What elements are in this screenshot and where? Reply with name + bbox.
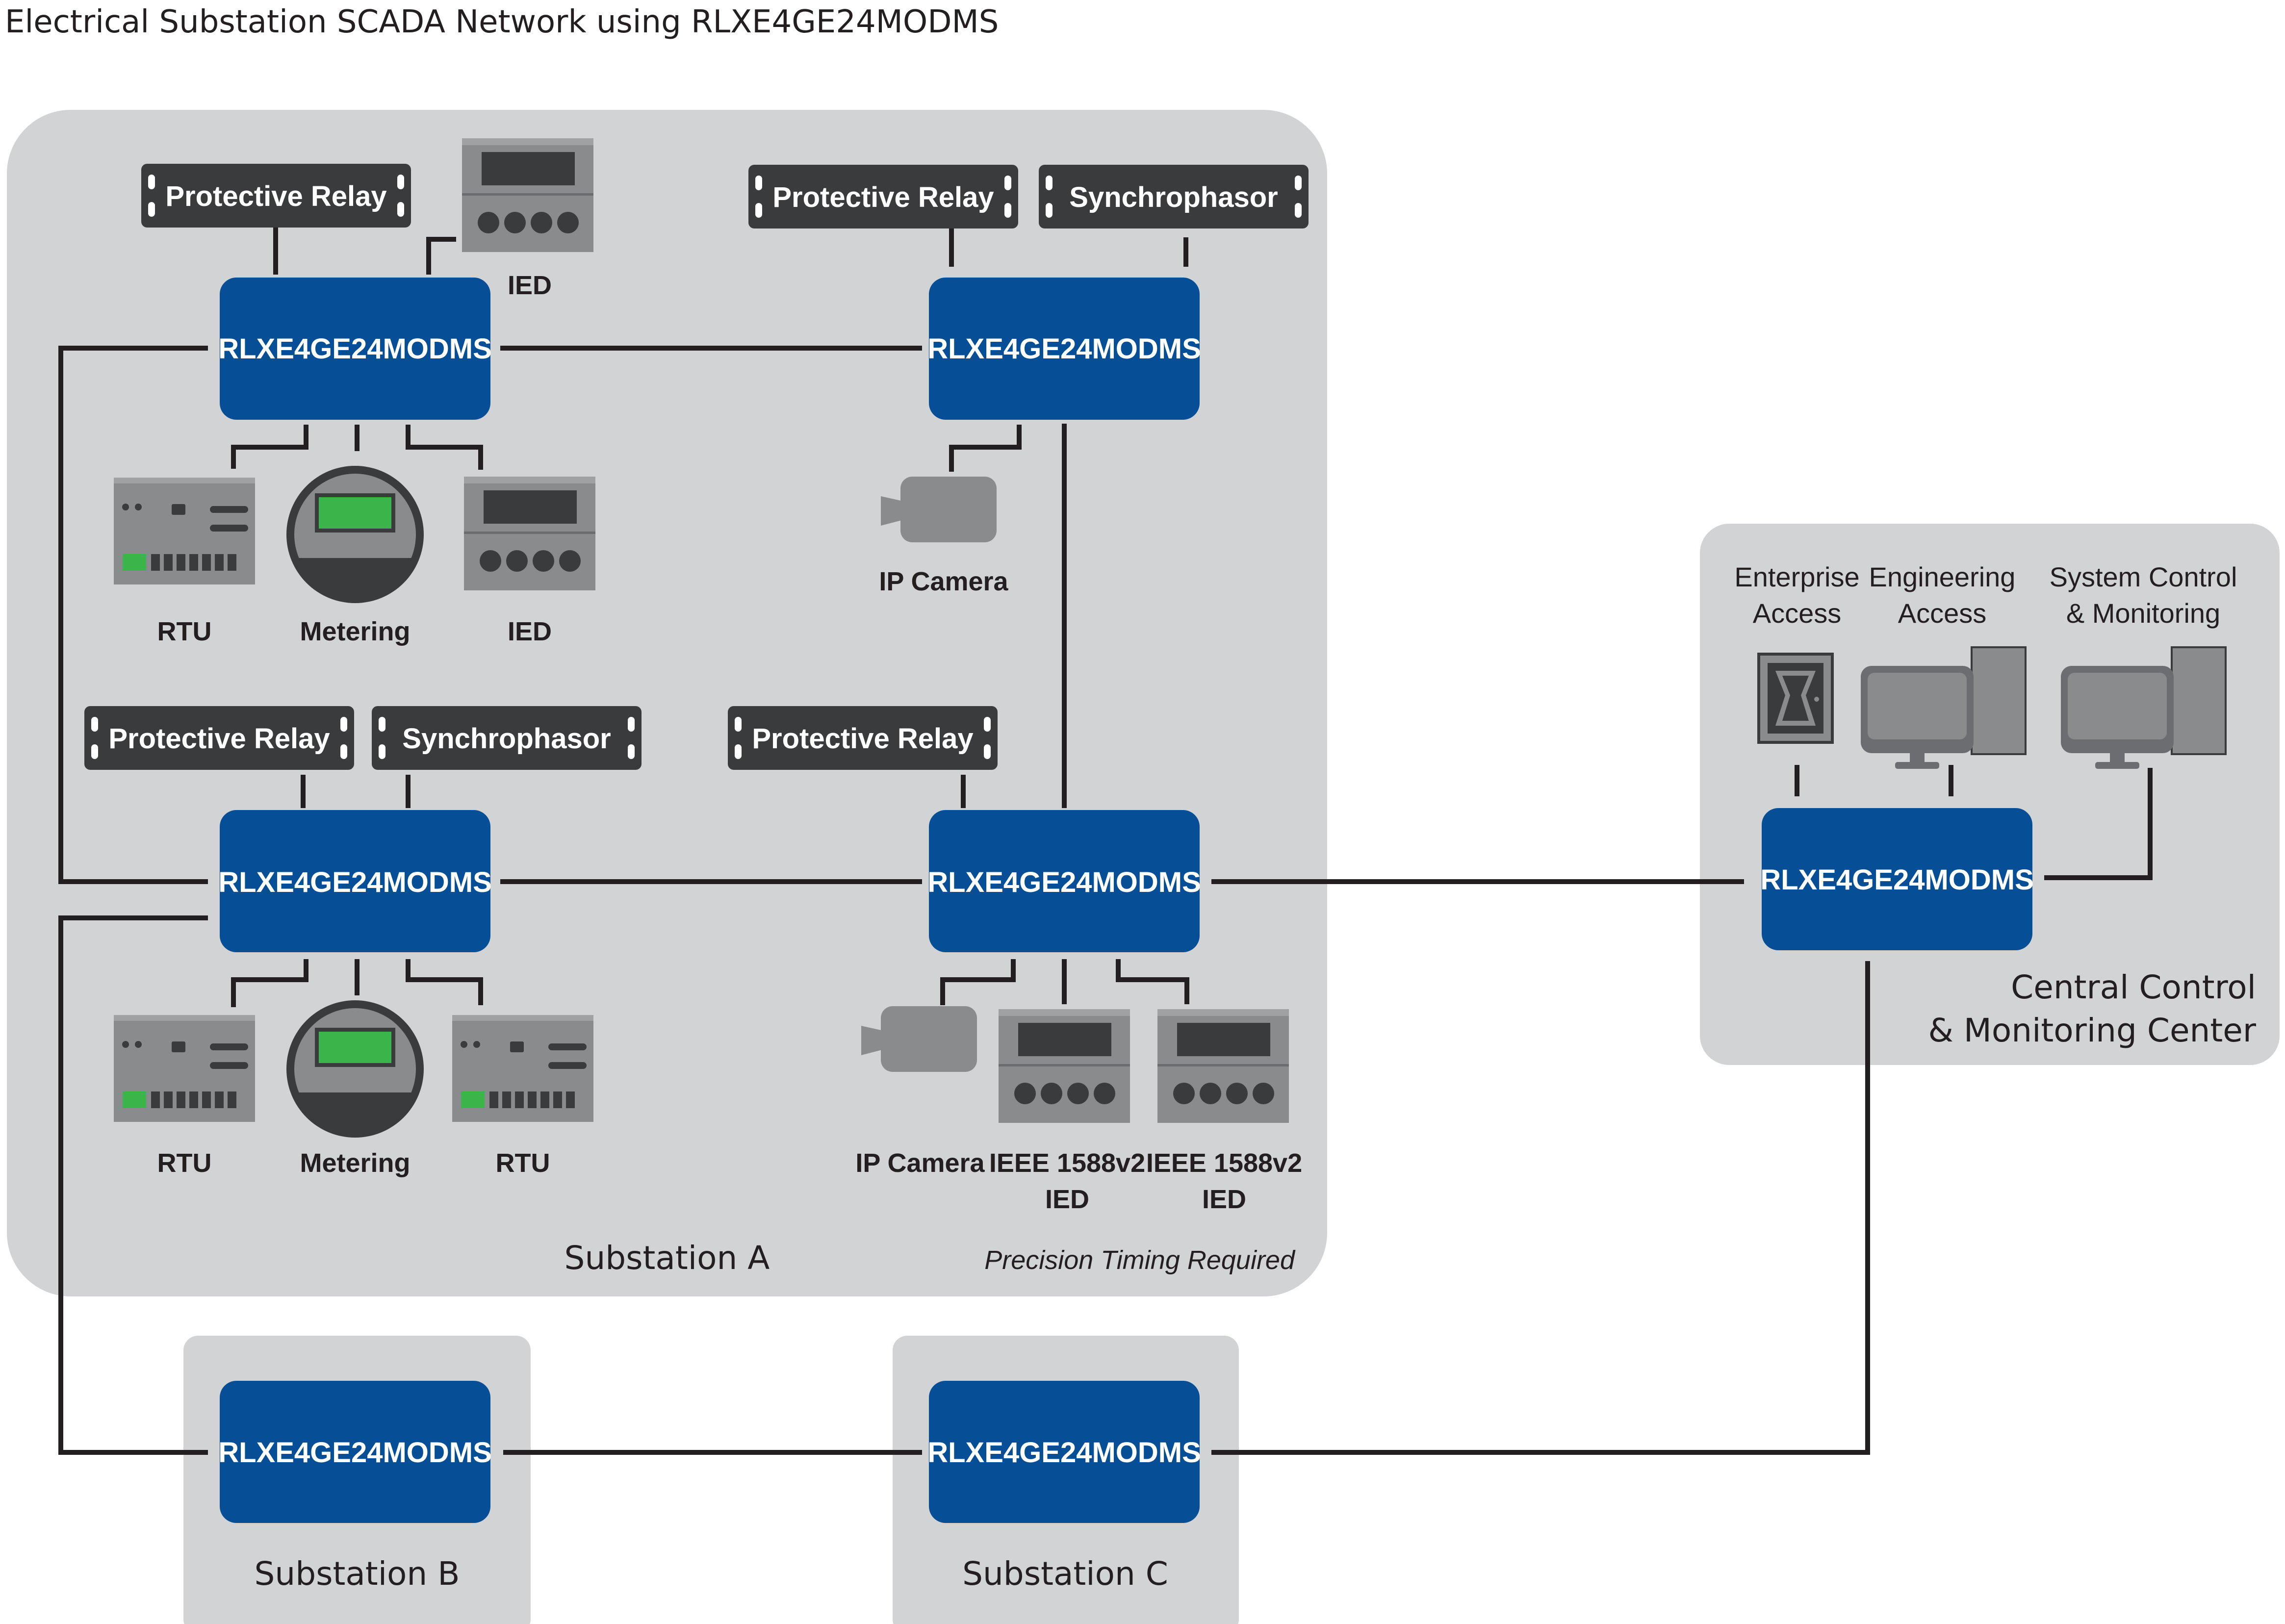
protective-relay-label: Protective Relay (108, 723, 330, 755)
central-control-label-line1: Central Control (2011, 968, 2256, 1006)
synchrophasor-2: Synchrophasor (372, 706, 642, 770)
ied-label: IED (508, 617, 552, 646)
ied-icon (462, 138, 593, 252)
system-control-label-line1: System Control (2050, 561, 2237, 592)
switch-label: RLXE4GE24MODMS (927, 866, 1201, 898)
synchrophasor-label: Synchrophasor (1069, 181, 1278, 213)
engineering-access-label-line1: Engineering (1869, 561, 2016, 592)
switch-label: RLXE4GE24MODMS (218, 866, 492, 898)
rtu-icon (114, 1015, 255, 1122)
switch-label: RLXE4GE24MODMS (927, 1437, 1201, 1469)
switch-substation-b: RLXE4GE24MODMS (218, 1381, 492, 1523)
switch-label: RLXE4GE24MODMS (927, 333, 1201, 365)
ieee-ied-label-line2: IED (1202, 1185, 1246, 1214)
ieee-1588v2-ied-icon (1157, 1009, 1289, 1123)
protective-relay-2: Protective Relay (748, 165, 1018, 228)
protective-relay-4: Protective Relay (728, 706, 998, 770)
switch-a1: RLXE4GE24MODMS (218, 278, 492, 420)
switch-label: RLXE4GE24MODMS (218, 1437, 492, 1469)
ieee-ied-label-line1: IEEE 1588v2 (989, 1148, 1145, 1178)
network-links (58, 227, 2153, 1455)
metering-label: Metering (300, 617, 410, 646)
protective-relay-label: Protective Relay (165, 180, 386, 212)
protective-relay-3: Protective Relay (84, 706, 354, 770)
metering-icon (286, 1000, 424, 1138)
switch-a4: RLXE4GE24MODMS (927, 810, 1201, 952)
metering-icon (286, 466, 424, 603)
switch-substation-c: RLXE4GE24MODMS (927, 1381, 1201, 1523)
ieee-1588v2-ied-icon (999, 1009, 1130, 1123)
protective-relay-label: Protective Relay (752, 723, 973, 755)
rtu-icon (114, 478, 255, 584)
engineering-access-label-line2: Access (1898, 598, 1987, 629)
precision-timing-note: Precision Timing Required (984, 1245, 1296, 1275)
rtu-label: RTU (157, 1148, 212, 1178)
central-control-label-line2: & Monitoring Center (1928, 1012, 2256, 1049)
enterprise-access-label-line1: Enterprise (1734, 561, 1859, 592)
substation-c-label: Substation C (962, 1555, 1168, 1593)
ieee-ied-label-line1: IEEE 1588v2 (1146, 1148, 1302, 1178)
engineering-workstation-icon (1861, 646, 2027, 769)
enterprise-access-label-line2: Access (1753, 598, 1842, 629)
ip-camera-label: IP Camera (879, 567, 1008, 596)
rtu-icon (452, 1015, 593, 1122)
ied-icon (464, 477, 595, 590)
ied-label: IED (508, 271, 552, 300)
protective-relay-label: Protective Relay (772, 181, 994, 213)
protective-relay-1: Protective Relay (141, 164, 411, 228)
synchrophasor-label: Synchrophasor (402, 723, 611, 755)
switch-label: RLXE4GE24MODMS (1760, 864, 2034, 896)
synchrophasor-1: Synchrophasor (1039, 165, 1309, 228)
ieee-ied-label-line2: IED (1045, 1185, 1089, 1214)
switch-a3: RLXE4GE24MODMS (218, 810, 492, 952)
rtu-label: RTU (157, 617, 212, 646)
substation-a-label: Substation A (565, 1239, 770, 1277)
diagram-title: Electrical Substation SCADA Network usin… (5, 4, 999, 40)
switch-central: RLXE4GE24MODMS (1760, 808, 2034, 950)
ip-camera-label: IP Camera (855, 1148, 985, 1178)
enterprise-access-icon (1757, 653, 1834, 744)
substation-b-label: Substation B (254, 1555, 460, 1593)
switch-a2: RLXE4GE24MODMS (927, 278, 1201, 420)
system-control-label-line2: & Monitoring (2066, 598, 2220, 629)
system-control-workstation-icon (2061, 646, 2227, 769)
rtu-label: RTU (496, 1148, 550, 1178)
switch-label: RLXE4GE24MODMS (218, 333, 492, 365)
metering-label: Metering (300, 1148, 410, 1178)
